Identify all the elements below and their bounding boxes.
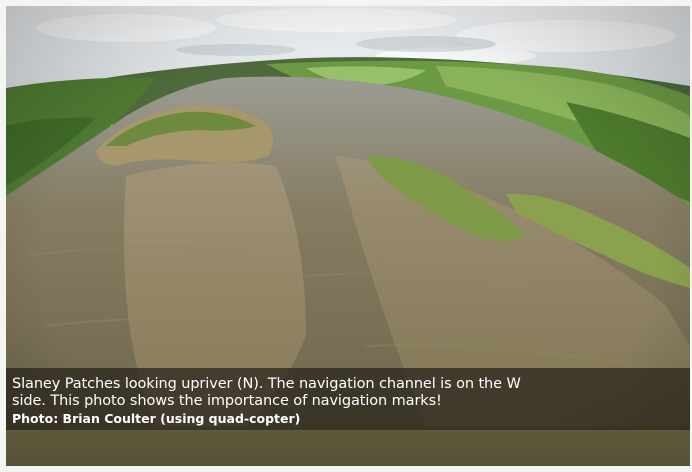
river-photo: Slaney Patches looking upriver (N). The … — [6, 6, 690, 466]
caption-line-2: side. This photo shows the importance of… — [12, 393, 442, 409]
photo-caption: Slaney Patches looking upriver (N). The … — [6, 368, 690, 430]
caption-line-1: Slaney Patches looking upriver (N). The … — [12, 376, 521, 392]
photo-credit: Photo: Brian Coulter (using quad-copter) — [12, 411, 301, 426]
photo-bottom-strip — [6, 430, 690, 466]
river-photo-image — [6, 6, 690, 466]
